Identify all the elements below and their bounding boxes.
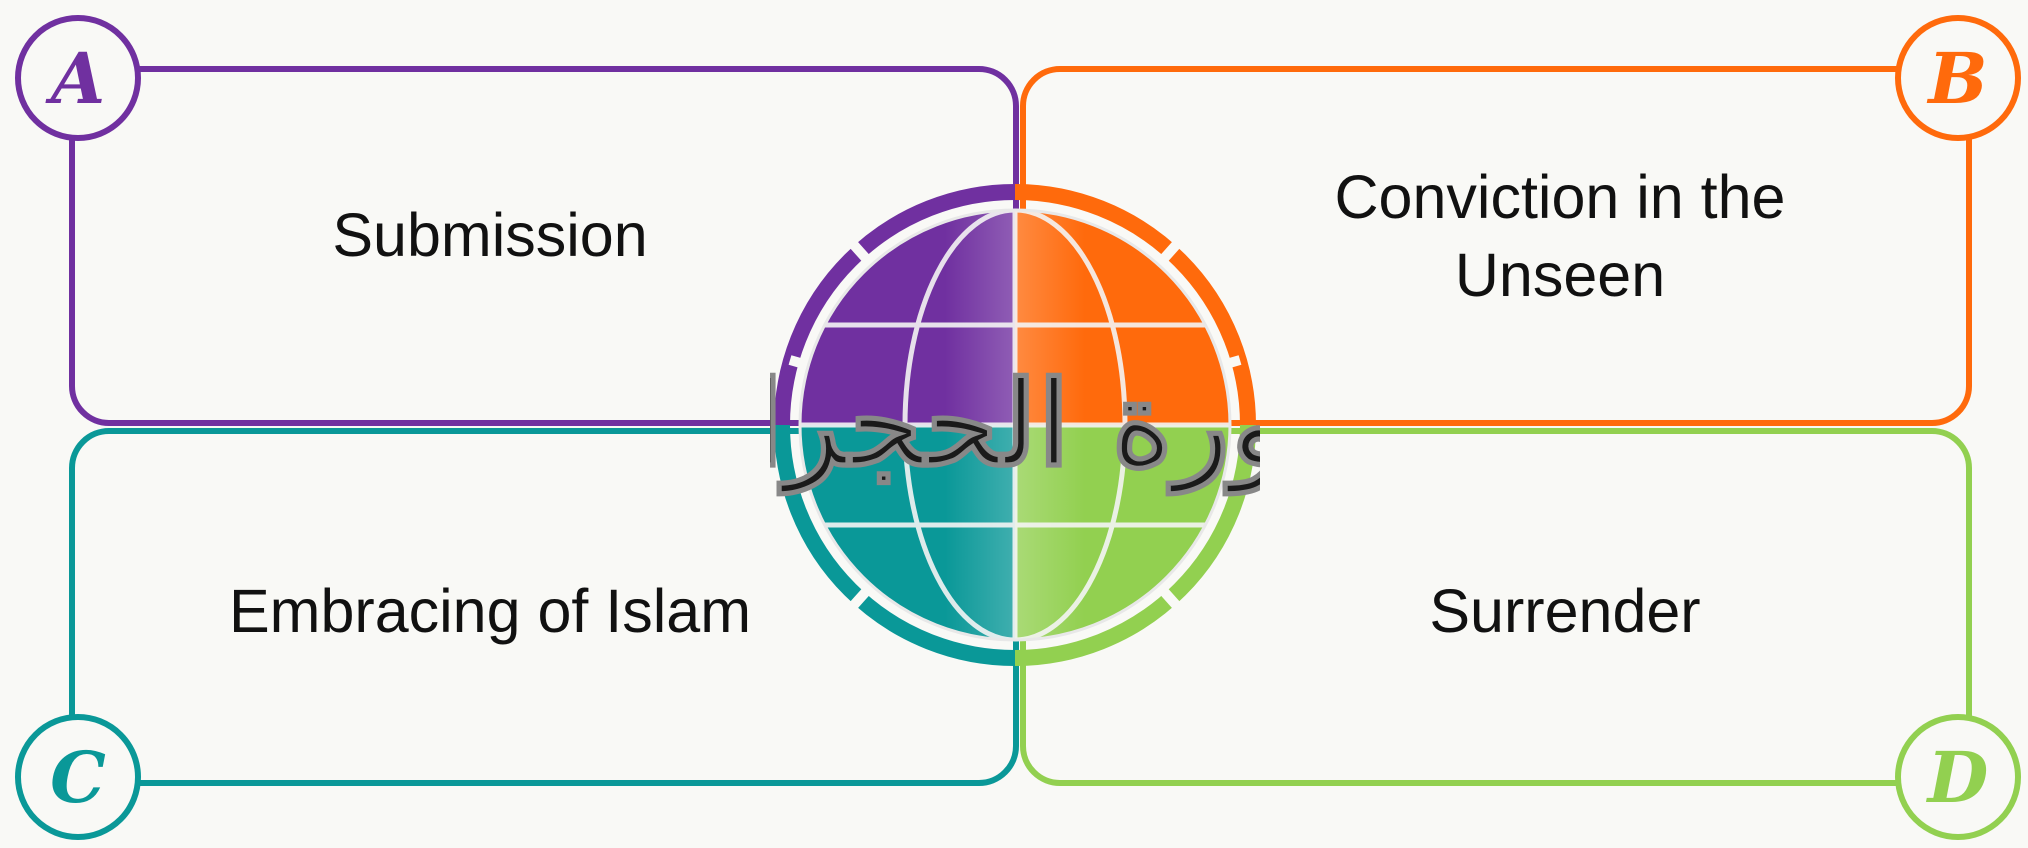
panel-c-label: Embracing of Islam	[228, 577, 752, 645]
badge-c: C	[15, 714, 141, 840]
globe-ring-a	[774, 184, 1016, 426]
globe-ring-b	[1014, 184, 1256, 426]
badge-a: A	[15, 15, 141, 141]
panel-b-label: Conviction in the Unseen	[1334, 163, 1786, 310]
globe-icon: سورة الحجرات	[770, 180, 1260, 670]
badge-b: B	[1895, 15, 2021, 141]
globe-ring-c	[774, 424, 1016, 666]
center-calligraphy: سورة الحجرات	[770, 354, 1260, 496]
panel-d-label: Surrender	[1429, 577, 1701, 645]
badge-d: D	[1895, 714, 2021, 840]
globe-ring-d	[1014, 424, 1256, 666]
panel-a-label: Submission	[332, 201, 648, 269]
